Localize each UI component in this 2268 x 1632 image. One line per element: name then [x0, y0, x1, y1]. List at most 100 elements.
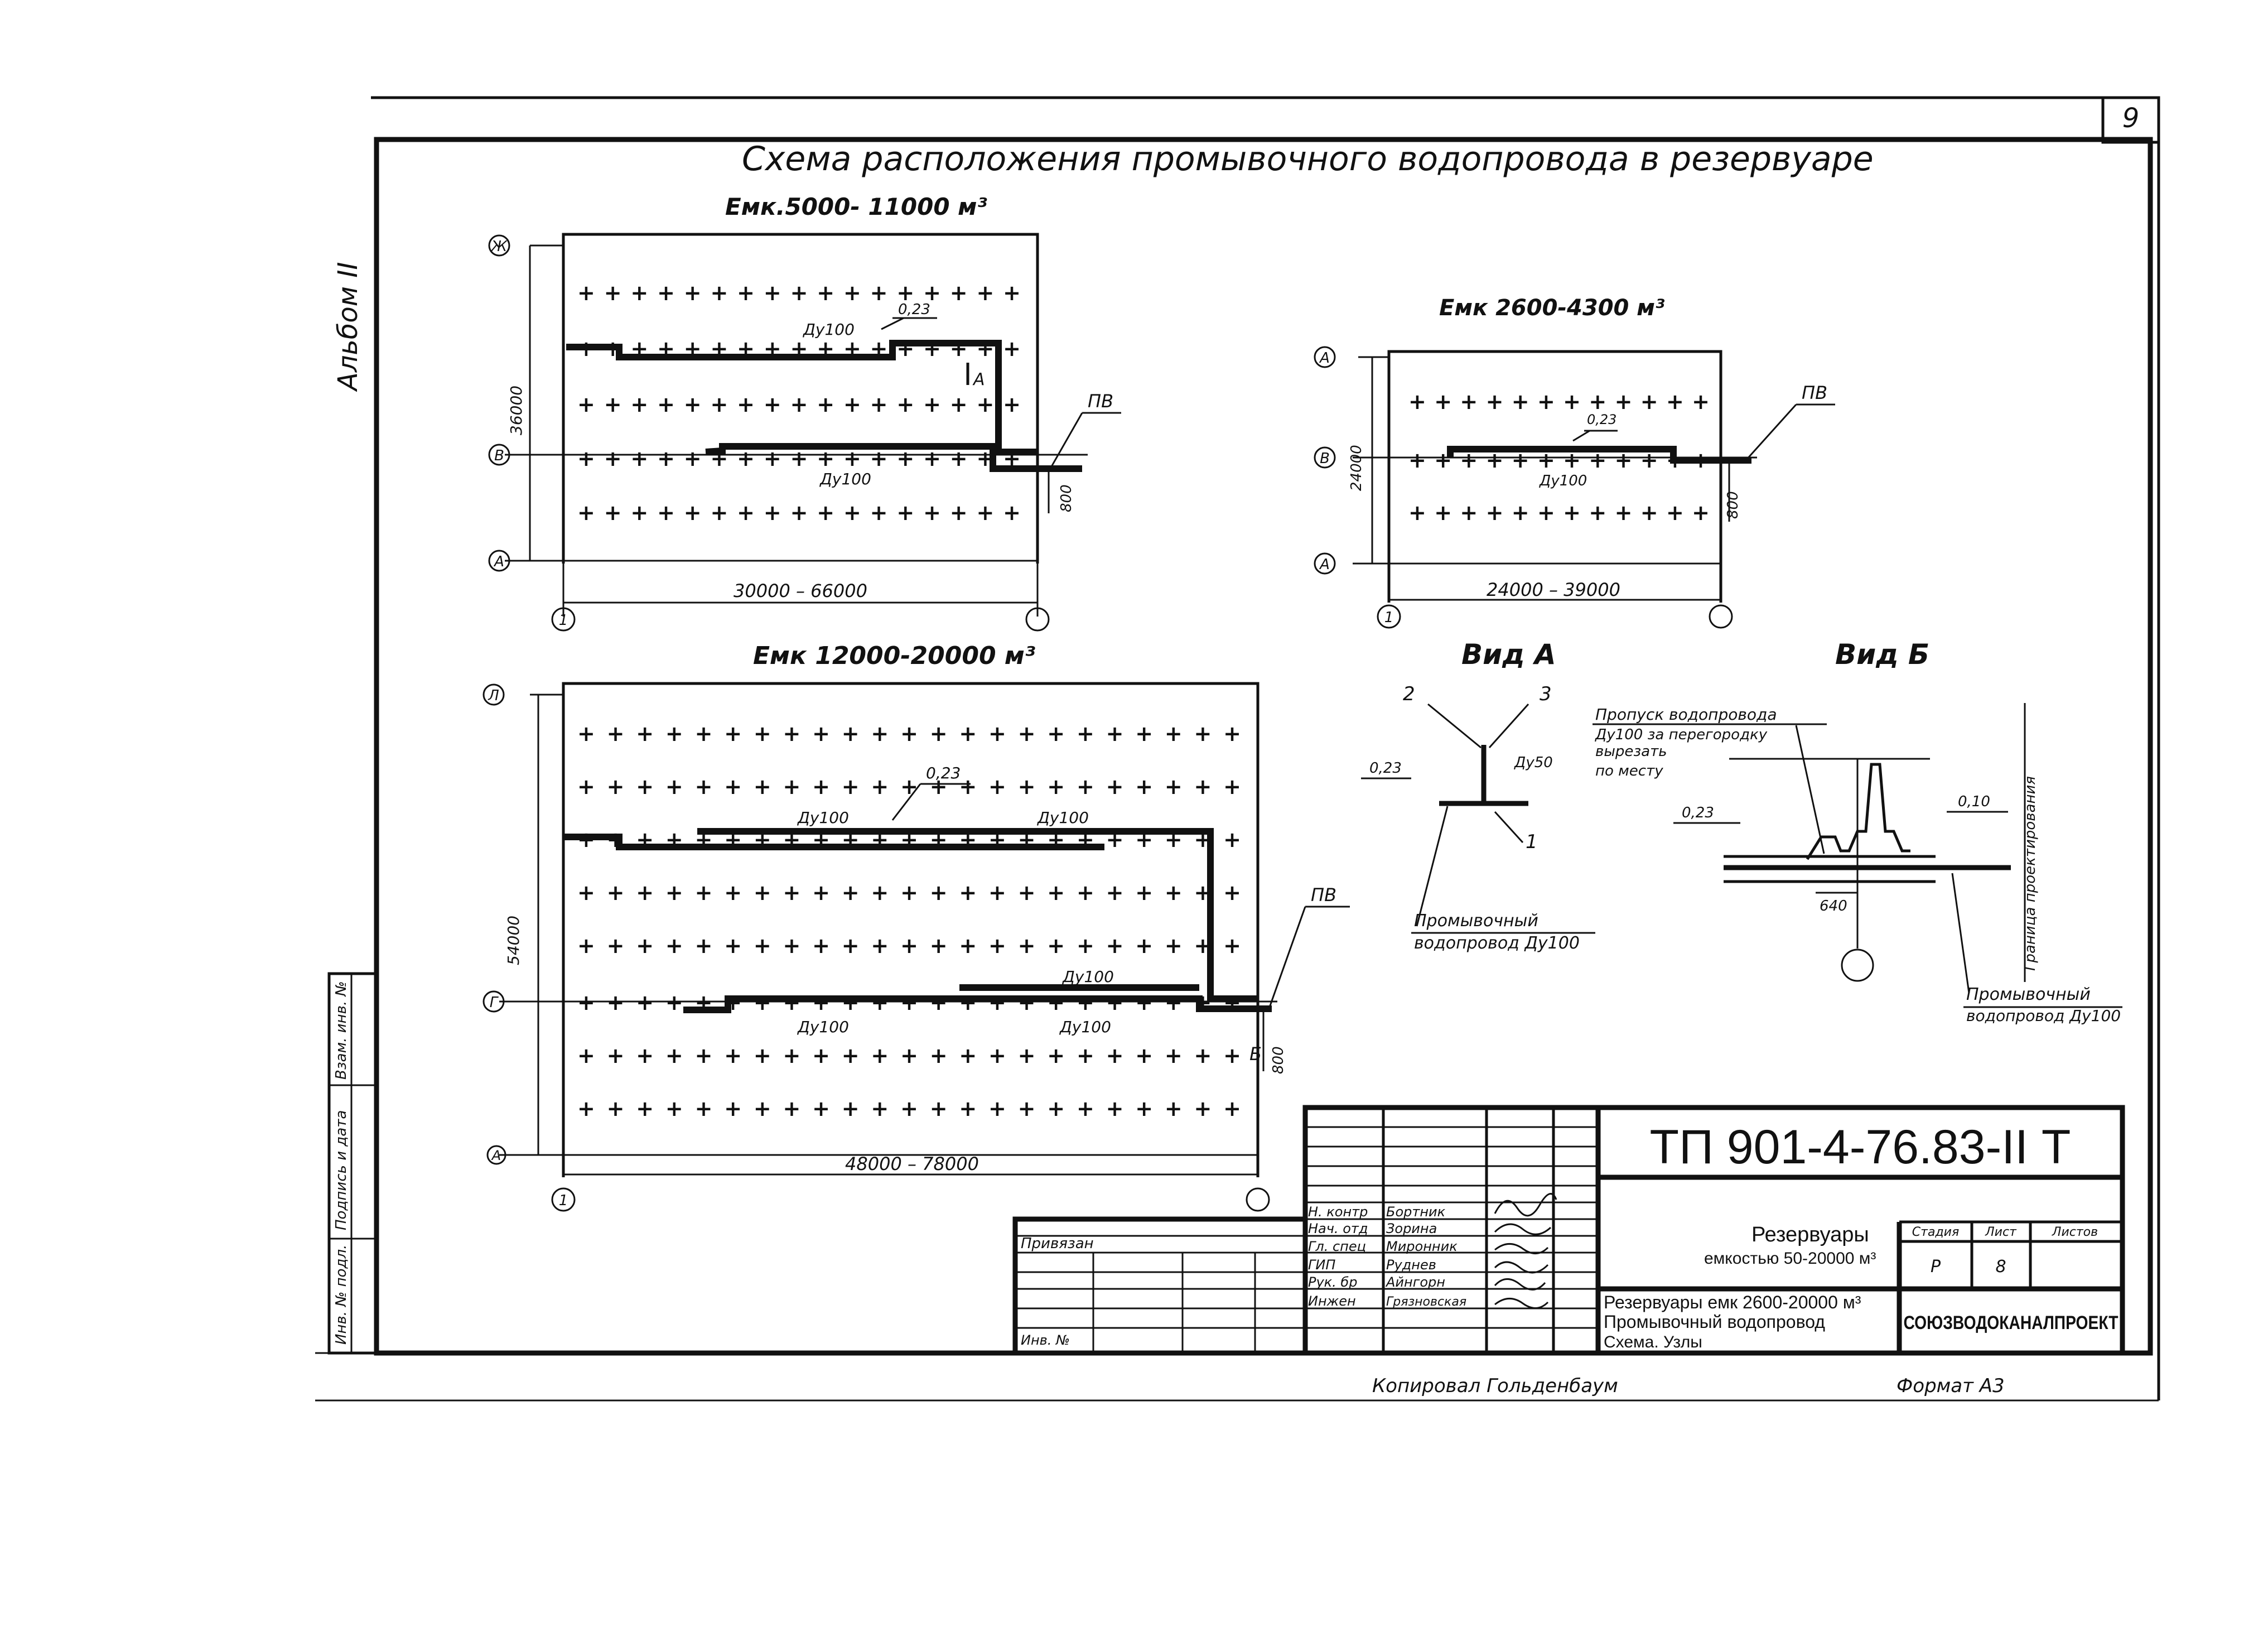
axis-bubble — [1246, 1187, 1270, 1212]
svg-text:+ + + + + + + + + + + +: + + + + + + + + + + + + — [1408, 500, 1710, 525]
view-a-note: Промывочный — [1414, 911, 1538, 931]
axis-label: А — [1319, 350, 1330, 367]
axis-label: В — [1320, 450, 1330, 467]
scheme-small: Емк 2600-4300 м³ А В А 1 24000 24000 – 3… — [1314, 295, 1835, 629]
axis-bubble — [551, 1187, 576, 1212]
axis-bubble — [551, 607, 576, 632]
signatures — [1494, 1193, 1557, 1309]
role: Н. контр — [1308, 1204, 1368, 1220]
axis-bubble — [482, 683, 505, 706]
side-stamp-inv: Инв. № подл. — [333, 1245, 350, 1345]
copied-by: Копировал Гольденбаум — [1372, 1375, 1618, 1397]
sheet-title: Промывочный водопровод — [1604, 1312, 1825, 1332]
callout-2: 2 — [1403, 683, 1415, 705]
view-marker: А — [972, 370, 985, 389]
name: Бортник — [1386, 1204, 1446, 1220]
view-b-note: Пропуск водопровода — [1595, 705, 1777, 724]
pipe-label: Ду100 — [1061, 967, 1114, 986]
pipe-label: Ду100 — [1036, 808, 1089, 827]
inv-label: Инв. № — [1021, 1332, 1070, 1348]
callout-3: 3 — [1540, 683, 1552, 705]
dimension-horizontal: 30000 – 66000 — [734, 580, 867, 601]
axis-bubble — [1314, 552, 1336, 575]
level-mark: 0,23 — [1587, 412, 1616, 427]
role: Гл. спец — [1308, 1239, 1366, 1254]
document-code: ТП 901-4-76.83-II Т — [1650, 1120, 2071, 1174]
name: Руднев — [1386, 1257, 1436, 1273]
name: Зорина — [1386, 1221, 1437, 1236]
axis-bubble — [1709, 604, 1733, 629]
album-label: Альбом II — [332, 262, 364, 392]
pipe-label: Ду100 — [797, 1018, 849, 1036]
offset-dim: 800 — [1270, 1046, 1287, 1074]
view-b-title: Вид Б — [1835, 638, 1929, 671]
axis-bubble — [1377, 604, 1401, 629]
role: Нач. отд — [1308, 1221, 1368, 1236]
offset-dim: 800 — [1725, 491, 1741, 519]
view-marker: Б — [1249, 1043, 1262, 1065]
project-name: емкостью 50-20000 м³ — [1704, 1249, 1876, 1268]
organization: СОЮЗВОДОКАНАЛПРОЕКТ — [1904, 1312, 2119, 1333]
svg-text:+ + + + + + + + + + + + + + +: + + + + + + + + + + + + + + + + + + + + … — [577, 1043, 1241, 1068]
role: ГИП — [1308, 1257, 1335, 1273]
outlet-label: ПВ — [1311, 884, 1336, 906]
level-mark: 0,23 — [898, 301, 930, 318]
svg-text:+ + + + + + + + + + + + + + +: + + + + + + + + + + + + + + + + + + + + … — [577, 880, 1241, 905]
stage-value: Р — [1931, 1257, 1941, 1277]
dimension-horizontal: 48000 – 78000 — [845, 1153, 979, 1174]
dimension-vertical: 54000 — [504, 916, 523, 965]
svg-text:+ + + + + + + + + + + + + + +: + + + + + + + + + + + + + + + + + + + + … — [577, 721, 1241, 746]
svg-text:+ + + + + + + + + + + + + + +: + + + + + + + + + + + + + + + + + — [577, 392, 1021, 417]
role: Инжен — [1308, 1293, 1356, 1309]
pipe-label: Ду100 — [1059, 1018, 1111, 1036]
axis-label: А — [491, 1148, 501, 1163]
main-title: Схема расположения промывочного водопров… — [742, 139, 1874, 179]
page-number: 9 — [2122, 103, 2140, 134]
level-mark: 0,23 — [926, 764, 961, 782]
svg-text:+ + + + + + + + + + + + + + +: + + + + + + + + + + + + + + + + + + + + … — [577, 990, 1241, 1015]
outlet-label: ПВ — [1802, 382, 1827, 403]
pipe-label: Ду100 — [797, 808, 849, 827]
axis-bubble — [488, 234, 510, 257]
view-b-note: вырезать — [1595, 743, 1667, 760]
axis-label: А — [493, 553, 504, 570]
axis-label: А — [1319, 556, 1330, 573]
sheet-title: Резервуары емк 2600-20000 м³ — [1604, 1292, 1861, 1312]
axis-bubble — [486, 1145, 506, 1165]
offset-dim: 800 — [1058, 484, 1075, 512]
sheets-header: Листов — [2052, 1225, 2098, 1239]
axis-bubble — [1841, 949, 1874, 982]
level-mark: 0,10 — [1958, 793, 1990, 810]
view-b-note: по месту — [1595, 763, 1663, 779]
axis-label: Л — [488, 687, 499, 704]
dimension-horizontal: 24000 – 39000 — [1487, 579, 1620, 600]
view-a: Вид А 2 3 0,23 Ду50 1 Промывочный водопр… — [1361, 638, 1595, 953]
axis-bubble — [488, 550, 510, 572]
side-stamp: Инв. № подл. Подпись и дата Взам. инв. № — [327, 972, 378, 1355]
level-mark: 0,23 — [1369, 760, 1402, 777]
scheme-small-title: Емк 2600-4300 м³ — [1439, 295, 1665, 321]
axis-bubble — [482, 990, 505, 1013]
pipe-label: Ду100 — [819, 470, 871, 488]
axis-bubble — [488, 444, 510, 466]
side-stamp-replace: Взам. инв. № — [333, 981, 350, 1080]
sheet-title: Схема. Узлы — [1604, 1333, 1702, 1351]
pipe-label: Ду100 — [1539, 473, 1587, 489]
svg-text:+ + + + + + + + + + + + + + +: + + + + + + + + + + + + + + + + + — [577, 500, 1021, 525]
svg-text:+ + + + + + + + + + + + + + +: + + + + + + + + + + + + + + + + + — [577, 446, 1021, 471]
page-number-box: 9 — [2101, 96, 2160, 144]
axis-label: Ж — [490, 238, 508, 255]
scheme-large: Емк.5000- 11000 м³ Ж В А 1 36000 30000 –… — [488, 193, 1121, 632]
name: Айнгорн — [1385, 1274, 1445, 1290]
axis-bubble — [1314, 346, 1336, 368]
svg-text:+ + + + + + + + + + + + + + +: + + + + + + + + + + + + + + + + + — [577, 281, 1021, 305]
stage-header: Стадия — [1912, 1225, 1959, 1239]
callout-1: 1 — [1526, 831, 1538, 853]
sheet-value: 8 — [1995, 1257, 2006, 1277]
privyazan-label: Привязан — [1021, 1235, 1094, 1252]
title-block: Привязан Инв. № Н. контр Нач. отд Гл. сп… — [1012, 1105, 2125, 1356]
sheet-header: Лист — [1985, 1225, 2017, 1239]
format-label: Формат А3 — [1897, 1375, 2005, 1397]
name: Миронник — [1386, 1239, 1458, 1254]
